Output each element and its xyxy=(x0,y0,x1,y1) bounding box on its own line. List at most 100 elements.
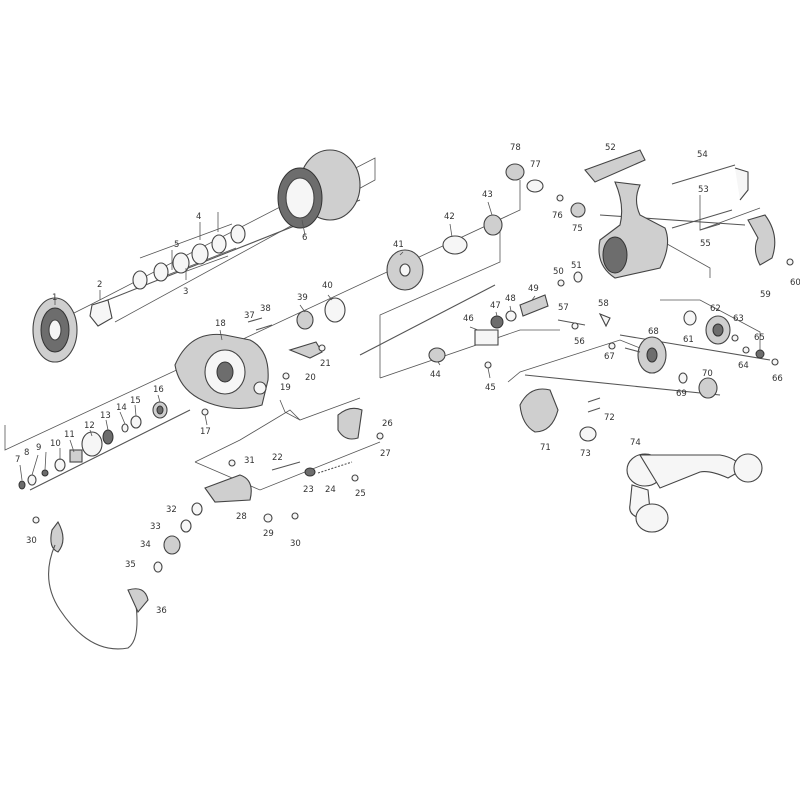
label-21: 21 xyxy=(320,359,331,369)
label-41: 41 xyxy=(393,240,404,250)
part-62-hub xyxy=(712,323,724,337)
part-68-shaft xyxy=(624,347,641,353)
label-25: 25 xyxy=(355,489,366,499)
label-3: 3 xyxy=(183,287,188,297)
part-60-screw xyxy=(786,258,794,266)
part-34-roller xyxy=(163,535,181,555)
label-59: 59 xyxy=(760,290,771,300)
part-43-bushing xyxy=(483,214,503,236)
label-55: 55 xyxy=(700,239,711,249)
label-54: 54 xyxy=(697,150,708,160)
parts-37-38-screws xyxy=(247,317,273,331)
part-31-screw xyxy=(228,459,236,467)
label-29: 29 xyxy=(263,529,274,539)
part-72-screws xyxy=(587,397,601,413)
washer-stack xyxy=(132,224,246,290)
part-23 xyxy=(304,467,316,477)
part-64 xyxy=(742,346,750,354)
label-18: 18 xyxy=(215,319,226,329)
part-75 xyxy=(570,202,586,218)
part-41-center xyxy=(399,263,411,277)
label-30a: 30 xyxy=(26,536,37,546)
handle-knob-left xyxy=(635,503,669,533)
label-11: 11 xyxy=(64,430,75,440)
leaders-a xyxy=(54,219,306,305)
part-48 xyxy=(505,310,517,322)
rotor-guide-frame xyxy=(4,180,521,451)
part-7 xyxy=(18,480,26,490)
label-66: 66 xyxy=(772,374,783,384)
guide-lines xyxy=(4,157,761,491)
washer-d xyxy=(191,243,209,265)
label-37: 37 xyxy=(244,311,255,321)
part-52-body xyxy=(584,149,669,279)
label-2: 2 xyxy=(97,280,102,290)
label-28: 28 xyxy=(236,512,247,522)
part-30a-screw xyxy=(32,516,40,524)
part-15 xyxy=(130,415,142,429)
label-77: 77 xyxy=(530,160,541,170)
part-59-side-cover xyxy=(747,214,776,266)
part-68-hub xyxy=(646,347,658,363)
part-24-spring xyxy=(317,461,353,474)
part-74-handle xyxy=(626,453,763,533)
rotor-axis xyxy=(359,284,496,356)
washer-guide-lines-2 xyxy=(171,250,229,273)
handle-knob-right xyxy=(733,453,763,483)
front-axis xyxy=(29,409,191,491)
label-70: 70 xyxy=(702,369,713,379)
part-25 xyxy=(351,474,359,482)
part-45-screw xyxy=(484,361,492,369)
label-16: 16 xyxy=(153,385,164,395)
label-64: 64 xyxy=(738,361,749,371)
label-27: 27 xyxy=(380,449,391,459)
part-14 xyxy=(121,423,129,433)
part-51 xyxy=(573,271,583,283)
part-9 xyxy=(41,469,49,477)
part-30b-screw xyxy=(291,512,299,520)
part-19 xyxy=(282,372,290,380)
label-35: 35 xyxy=(125,560,136,570)
label-1: 1 xyxy=(52,293,57,303)
part-36-bail-wire xyxy=(48,544,138,650)
label-43: 43 xyxy=(482,190,493,200)
washer-a xyxy=(132,270,148,290)
label-40: 40 xyxy=(322,281,333,291)
part-46 xyxy=(474,329,499,346)
label-78: 78 xyxy=(510,143,521,153)
label-36: 36 xyxy=(156,606,167,616)
label-13: 13 xyxy=(100,411,111,421)
callout-labels: 1 2 3 4 5 6 7 8 9 10 11 12 13 14 15 16 1… xyxy=(15,143,800,616)
part-12 xyxy=(81,431,103,457)
leader-lines xyxy=(19,201,536,481)
label-74: 74 xyxy=(630,438,641,448)
part-16-inner xyxy=(156,405,164,415)
part-76 xyxy=(556,194,564,202)
part-56 xyxy=(571,322,579,330)
part-18-rotor xyxy=(174,333,269,410)
label-15: 15 xyxy=(130,396,141,406)
label-17: 17 xyxy=(200,427,211,437)
label-31: 31 xyxy=(244,456,255,466)
label-38: 38 xyxy=(260,304,271,314)
label-72: 72 xyxy=(604,413,615,423)
label-71: 71 xyxy=(540,443,551,453)
label-9: 9 xyxy=(36,443,41,453)
part-77 xyxy=(526,179,544,193)
reel-foot xyxy=(584,149,646,183)
part-55-pin xyxy=(699,223,721,231)
part-67 xyxy=(608,342,616,350)
label-7: 7 xyxy=(15,455,20,465)
part-10 xyxy=(54,458,66,472)
label-6: 6 xyxy=(302,233,307,243)
part-17-screw xyxy=(201,408,209,416)
label-39: 39 xyxy=(297,293,308,303)
part-63 xyxy=(731,334,739,342)
label-19: 19 xyxy=(280,383,291,393)
washer-c xyxy=(172,252,190,274)
label-44: 44 xyxy=(430,370,441,380)
label-53: 53 xyxy=(698,185,709,195)
label-4: 4 xyxy=(196,212,201,222)
label-30b: 30 xyxy=(290,539,301,549)
part-11 xyxy=(69,449,83,463)
